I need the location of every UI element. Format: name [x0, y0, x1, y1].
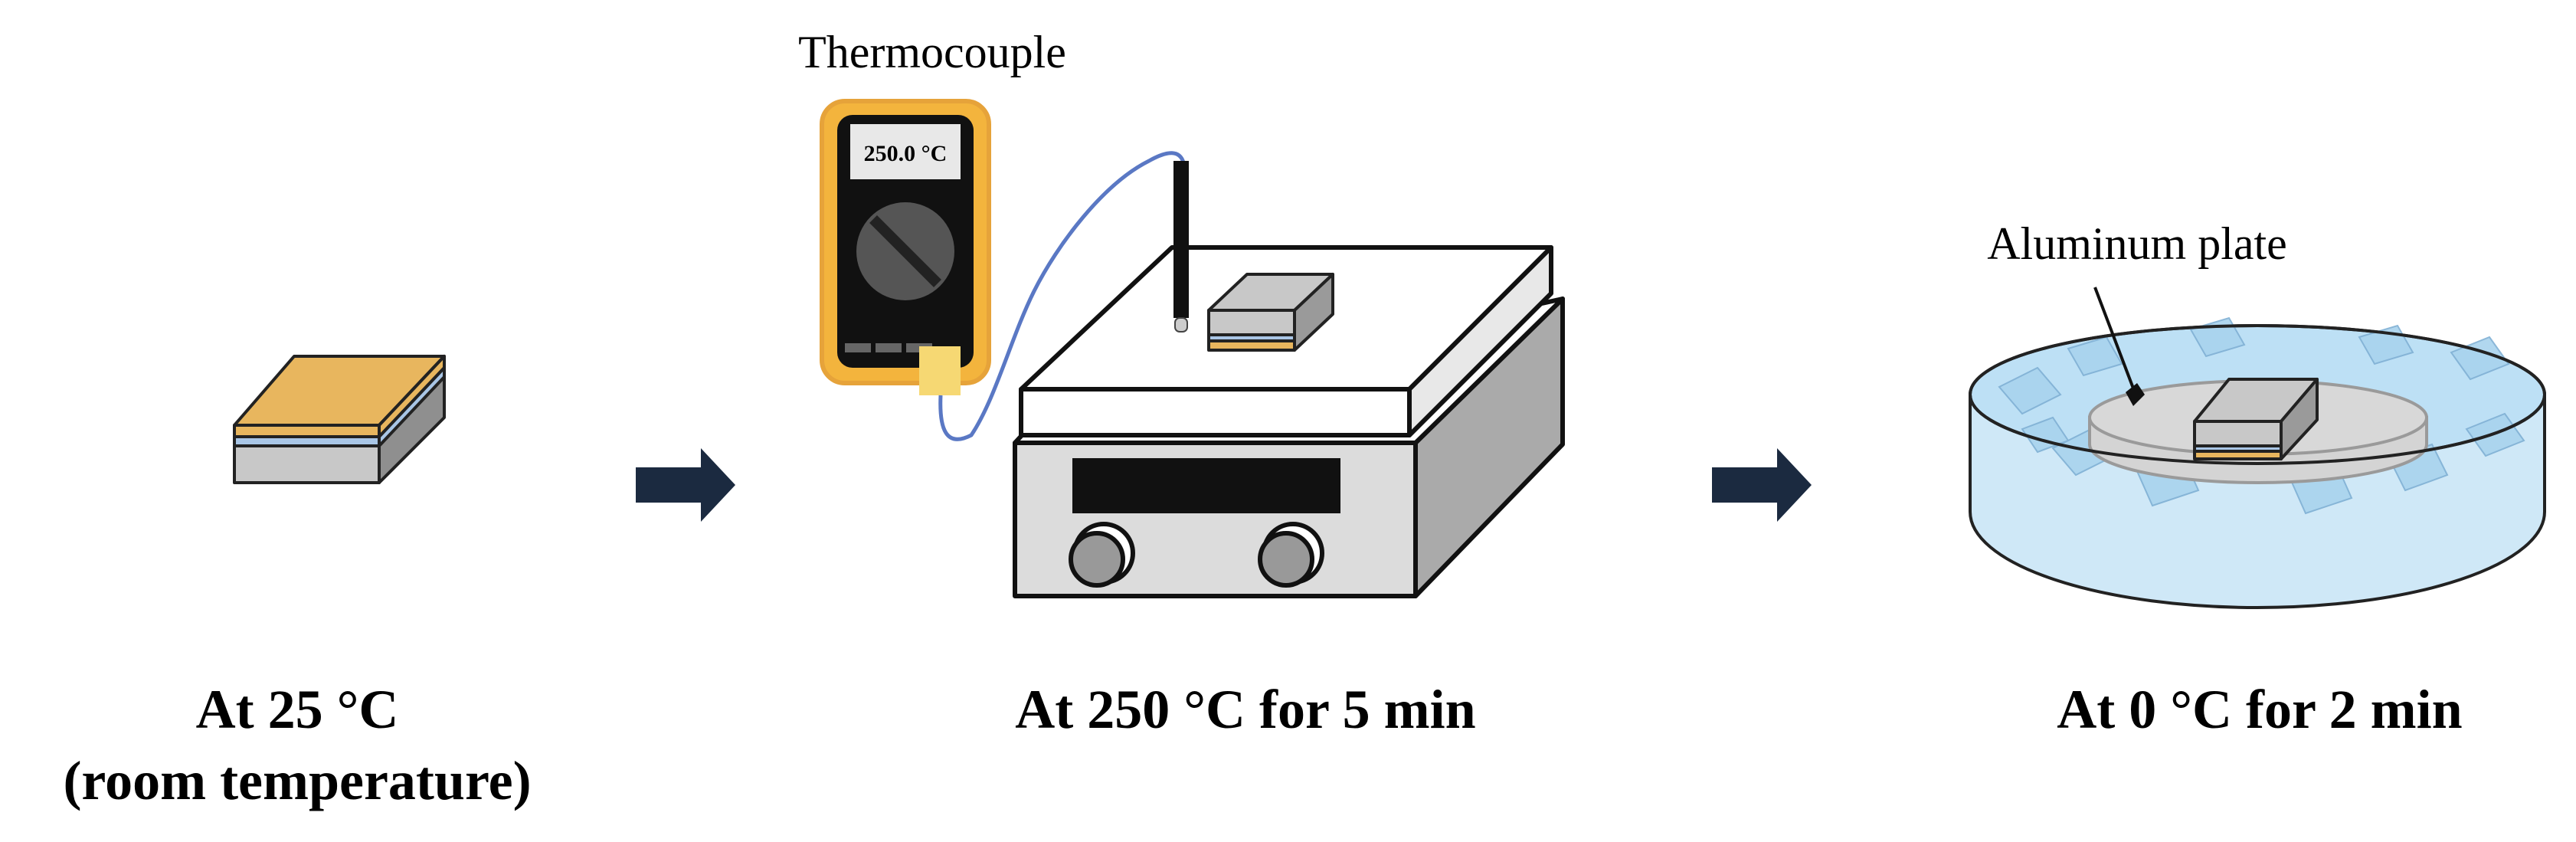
stage-ice-bath: Aluminum plate	[1969, 218, 2546, 609]
sample-on-plate	[2193, 378, 2319, 460]
thermocouple-label: Thermocouple	[798, 27, 1066, 77]
stage-1-caption-line-1: At 25 °C	[196, 679, 399, 740]
thermocouple-probe	[1173, 161, 1189, 333]
stage-hot-plate: Thermocouple 250.0 °C	[798, 27, 1565, 598]
right-arrow-icon	[636, 448, 735, 522]
stage-3-caption: At 0 °C for 2 min	[2057, 679, 2462, 740]
stage-1-caption-line-2: (room temperature)	[63, 750, 531, 811]
sample-on-hotplate	[1207, 273, 1334, 352]
thermocouple-wire	[938, 151, 1186, 441]
hot-plate-icon	[1013, 245, 1565, 598]
pointer-arrow	[2093, 287, 2145, 406]
aluminum-plate-label: Aluminum plate	[1987, 218, 2287, 269]
meter-reading: 250.0 °C	[864, 141, 948, 166]
ice-bath-icon	[1969, 316, 2546, 609]
stage-2-caption: At 250 °C for 5 min	[1015, 679, 1475, 740]
multimeter-icon: 250.0 °C	[820, 99, 991, 395]
right-arrow-icon	[1712, 448, 1812, 522]
stage-room-temperature	[233, 355, 446, 484]
sample-icon	[233, 355, 446, 484]
